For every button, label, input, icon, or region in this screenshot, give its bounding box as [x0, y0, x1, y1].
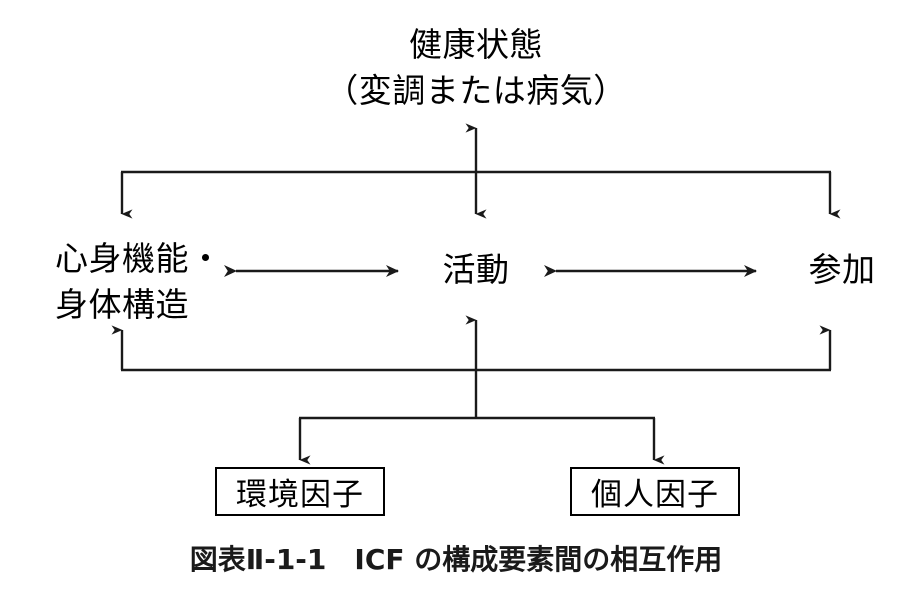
factors-fork-connector	[298, 370, 665, 465]
health-condition-line2: （変調または病気）	[325, 74, 627, 110]
node-health-condition: 健康状態 （変調または病気）	[286, 23, 666, 115]
body-functions-line1: 心身機能・	[55, 242, 223, 278]
node-environmental-factors: 環境因子	[215, 467, 385, 516]
health-condition-line1: 健康状態	[409, 28, 543, 64]
figure-caption: 図表Ⅱ-1-1 ICF の構成要素間の相互作用	[189, 543, 723, 576]
node-body-functions-structures: 心身機能・ 身体構造	[55, 237, 225, 329]
body-functions-line2: 身体構造	[55, 288, 189, 324]
node-personal-factors: 個人因子	[570, 467, 740, 516]
bottom-bus-connector	[111, 315, 832, 372]
node-participation: 参加	[808, 253, 876, 289]
node-activity: 活動	[442, 253, 510, 289]
top-bus-connector	[120, 123, 841, 219]
